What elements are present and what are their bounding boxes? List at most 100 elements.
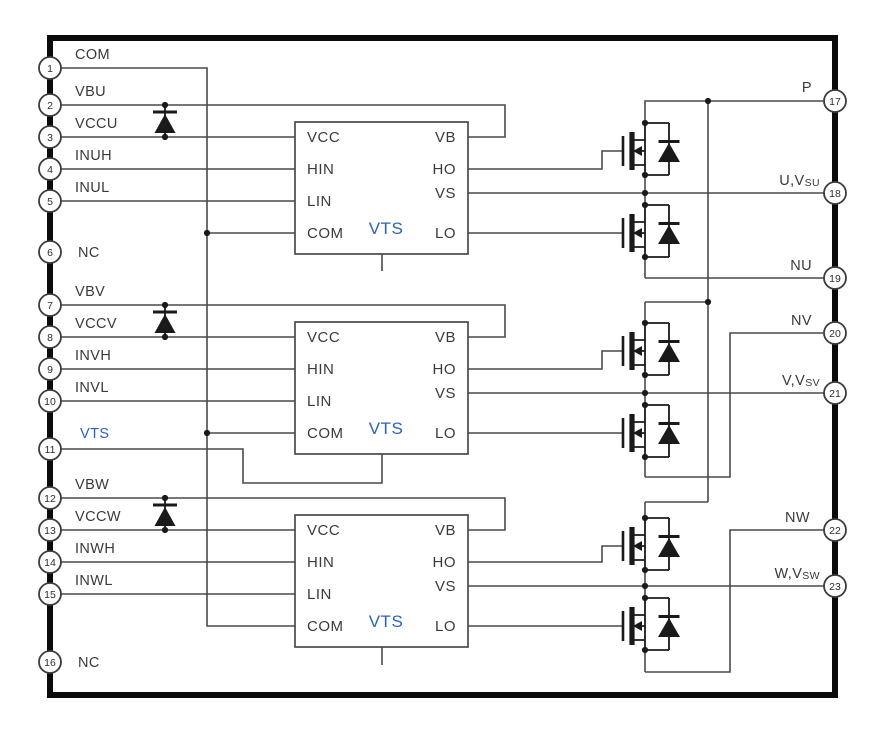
vts-sense-wire [61,448,383,484]
pin-22-number: 22 [829,525,841,537]
driver-block-w-body [294,514,469,648]
pin-16: 16 NC [38,650,100,674]
block-pin-lin: LIN [307,193,332,210]
pin-21-circle [823,381,847,405]
pin-16-label: NC [78,655,100,671]
pin-10-circle [38,389,62,413]
pin-20-label: NV [791,313,812,329]
block-pin-vb: VB [435,522,456,539]
driver-output-wires [468,150,824,627]
pin-17-label: P [802,80,812,96]
block-pin-vcc: VCC [307,329,340,346]
junction-dot [641,582,649,590]
pin-5-label: INUL [75,180,110,196]
pin-9-label: INVH [75,348,111,364]
pin-3-number: 3 [47,132,53,144]
pin-18-label: U,VSU [779,173,820,189]
pin-16-number: 16 [44,657,56,669]
pin-15-label: INWL [75,573,113,589]
pin-1: 1 COM [38,47,110,80]
driver-block-w: VCC HIN LIN COM VB HO VS LO VTS [294,514,469,665]
junction-dot [704,298,712,306]
pin-20-number: 20 [829,328,841,340]
pin-13-label: VCCW [75,509,121,525]
block-pin-lin: LIN [307,586,332,603]
pin-23: 23 W,VSW [774,566,847,598]
pin-11-number: 11 [45,444,56,456]
block-pin-hin: HIN [307,554,334,571]
bootstrap-diode-v [151,300,179,342]
pin-8-label: VCCV [75,316,117,332]
pin-20-circle [823,321,847,345]
mosfet-w-low [623,595,680,653]
pin-4-number: 4 [47,164,53,176]
vb-bootstrap-wires [61,104,506,531]
block-pin-lo: LO [435,618,456,635]
pin-14-circle [38,550,62,574]
mosfet-w-high [623,515,680,573]
pin-23-label: W,VSW [774,566,820,582]
pin-2-label: VBU [75,84,106,100]
block-pin-vb: VB [435,329,456,346]
pin-21: 21 V,VSV [782,373,847,405]
pin-23-circle [823,574,847,598]
pin-1-number: 1 [47,63,53,75]
block-pin-vb: VB [435,129,456,146]
pin-12-label: VBW [75,477,109,493]
pin-16-circle [38,650,62,674]
com-bus-wire [61,67,295,627]
bootstrap-diode-w [151,493,179,535]
right-pins: 17 P 18 U,VSU 19 NU 20 NV 21 V,VSV 22 NW [774,80,847,598]
block-pin-com: COM [307,618,344,635]
block-pin-vcc: VCC [307,129,340,146]
pin-17-number: 17 [829,96,841,108]
pin-8-circle [38,325,62,349]
pin-12-circle [38,486,62,510]
junction-dot [203,429,211,437]
pin-9-circle [38,357,62,381]
pin-14-number: 14 [44,557,56,569]
block-pin-lo: LO [435,425,456,442]
pin-6-circle [38,240,62,264]
pin-2: 2 VBU [38,84,106,117]
pin-10-number: 10 [44,396,56,408]
pin-13-number: 13 [44,525,56,537]
pin-2-number: 2 [47,100,53,112]
pin-4-label: INUH [75,148,112,164]
chip-label: VTS [369,612,404,631]
driver-block-v-body [294,321,469,455]
pin-17: 17 P [802,80,847,113]
pin-7-number: 7 [47,300,53,312]
pin-12: 12 VBW [38,477,109,510]
pin-9: 9 INVH [38,348,111,381]
pin-18: 18 U,VSU [779,173,847,205]
pin-18-circle [823,181,847,205]
bootstrap-diode-u [151,100,179,142]
junction-dot [203,229,211,237]
pin-15: 15 INWL [38,573,113,606]
pin-9-number: 9 [47,364,53,376]
mosfet-v-low [623,402,680,460]
pin-6-number: 6 [47,247,53,259]
pin-3: 3 VCCU [38,116,117,149]
block-pin-vs: VS [435,578,456,595]
pin-14: 14 INWH [38,541,115,574]
pin-6-label: NC [78,245,100,261]
pin-1-circle [38,56,62,80]
pin-5-number: 5 [47,196,53,208]
driver-block-u: VCC HIN LIN COM VB HO VS LO VTS [294,121,469,271]
pin-14-label: INWH [75,541,115,557]
pin-22-label: NW [785,510,810,526]
pin-22-circle [823,518,847,542]
pin-13-circle [38,518,62,542]
pin-17-circle [823,89,847,113]
pin-1-label: COM [75,47,110,63]
driver-block-v: VCC HIN LIN COM VB HO VS LO VTS [294,321,469,455]
pin-2-circle [38,93,62,117]
chip-label: VTS [369,419,404,438]
block-pin-vs: VS [435,185,456,202]
block-pin-ho: HO [433,161,457,178]
junction-dot [704,97,712,105]
junction-dot [641,389,649,397]
